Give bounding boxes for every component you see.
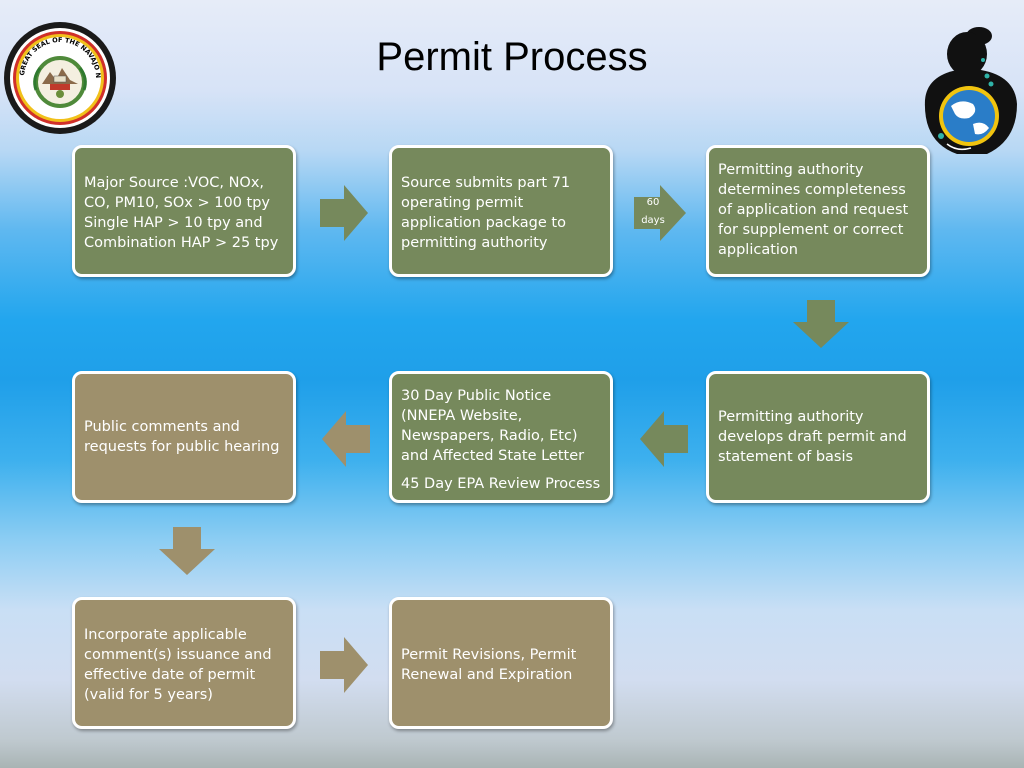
page-title: Permit Process — [376, 35, 648, 79]
arrow-right-icon — [320, 185, 368, 241]
submit-application-box: Source submits part 71 operating permit … — [389, 145, 613, 277]
major-source-box: Major Source :VOC, NOx, CO, PM10, SOx > … — [72, 145, 296, 277]
arrow-right-icon — [320, 637, 368, 693]
major-source-text: Major Source :VOC, NOx, CO, PM10, SOx > … — [84, 175, 279, 251]
incorporate-comments-text: Incorporate applicable comment(s) issuan… — [84, 627, 272, 703]
sixty-days-unit: days — [641, 215, 665, 226]
public-comments-text: Public comments and requests for public … — [84, 419, 280, 455]
public-comments-box: Public comments and requests for public … — [72, 371, 296, 503]
navajo-nation-seal-icon: GREAT SEAL OF THE NAVAJO NATION — [2, 18, 116, 134]
epa-review-text: 45 Day EPA Review Process — [401, 476, 601, 492]
arrow-down-icon — [793, 300, 849, 348]
completeness-box: Permitting authority determines complete… — [706, 145, 930, 277]
draft-permit-text: Permitting authority develops draft perm… — [718, 409, 907, 465]
sixty-days-number: 60 — [646, 197, 660, 208]
woman-holding-earth-icon — [924, 27, 1017, 154]
arrow-left-icon — [322, 411, 370, 467]
sixty-days-label: 60 days — [633, 194, 673, 230]
arrow-left-icon — [640, 411, 688, 467]
public-notice-box: 30 Day Public Notice (NNEPA Website, New… — [389, 371, 613, 503]
submit-application-text: Source submits part 71 operating permit … — [401, 175, 571, 251]
permit-revisions-box: Permit Revisions, Permit Renewal and Exp… — [389, 597, 613, 729]
public-notice-text: 30 Day Public Notice (NNEPA Website, New… — [401, 388, 585, 464]
arrow-down-icon — [159, 527, 215, 575]
permit-revisions-text: Permit Revisions, Permit Renewal and Exp… — [401, 647, 577, 683]
completeness-text: Permitting authority determines complete… — [718, 162, 909, 258]
draft-permit-box: Permitting authority develops draft perm… — [706, 371, 930, 503]
incorporate-comments-box: Incorporate applicable comment(s) issuan… — [72, 597, 296, 729]
arrow-right-icon — [634, 185, 686, 241]
